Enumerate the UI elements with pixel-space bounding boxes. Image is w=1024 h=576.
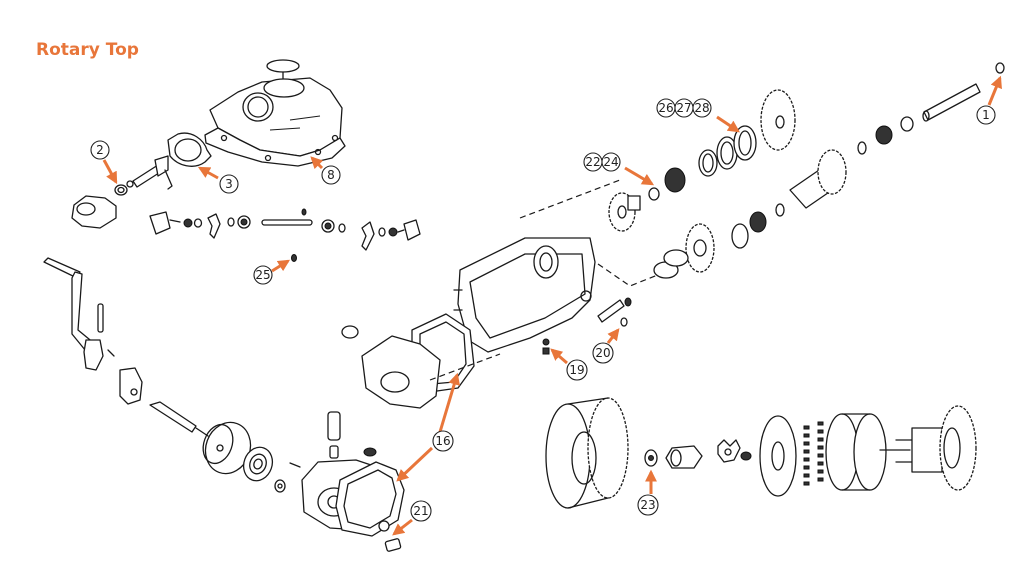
svg-text:22: 22 (585, 155, 600, 169)
callout-22-24: 22 24 (583, 152, 621, 172)
seal-ring (114, 184, 128, 196)
kick-shaft (149, 401, 209, 437)
svg-text:1: 1 (982, 108, 990, 122)
callout-3: 3 (219, 174, 239, 194)
diagram-title: Rotary Top (36, 40, 139, 60)
svg-text:24: 24 (603, 155, 618, 169)
svg-text:23: 23 (640, 498, 655, 512)
clutch-hub (879, 405, 977, 491)
mainshaft-group (653, 116, 914, 279)
kick-spring (242, 446, 274, 482)
arrow-25 (271, 259, 291, 273)
svg-text:19: 19 (569, 363, 584, 377)
arrow-22-24 (624, 166, 655, 186)
selector-rod-assembly (149, 208, 421, 262)
callout-25: 25 (253, 265, 273, 285)
assembly-line (519, 179, 621, 219)
svg-text:3: 3 (225, 177, 233, 191)
gearbox-shell (453, 237, 596, 353)
drain-plug (542, 338, 550, 355)
assembly-line (429, 353, 501, 381)
callout-8: 8 (321, 165, 341, 185)
svg-text:16: 16 (435, 434, 450, 448)
svg-text:21: 21 (413, 504, 428, 518)
clutch-plate (759, 415, 797, 497)
gearbox-cover (341, 325, 441, 409)
svg-text:20: 20 (595, 346, 610, 360)
arrow-21 (392, 518, 413, 536)
rocker-shaft (126, 155, 173, 190)
callout-2: 2 (90, 140, 110, 160)
arrow-3 (197, 166, 219, 180)
arrow-16b (396, 446, 434, 482)
callout-23: 23 (637, 494, 659, 516)
svg-text:27: 27 (676, 101, 691, 115)
svg-text:8: 8 (327, 168, 335, 182)
washer (274, 462, 301, 493)
arrow-19 (550, 348, 568, 365)
arrow-2 (102, 159, 118, 185)
bush (378, 520, 402, 552)
main-shaft (922, 62, 1005, 122)
gasket (167, 132, 212, 167)
svg-text:28: 28 (694, 101, 709, 115)
arrow-16a (438, 372, 461, 433)
callout-arrows (102, 75, 1002, 536)
clutch-sprocket-drum (545, 397, 629, 509)
rotary-top-housing (204, 59, 346, 167)
callout-20: 20 (592, 342, 614, 364)
arrow-26-28 (716, 115, 740, 133)
svg-text:2: 2 (96, 143, 104, 157)
svg-text:25: 25 (255, 268, 270, 282)
clutch-nut (665, 445, 703, 469)
kick-start-lever (43, 257, 143, 405)
clutch-cage (825, 413, 887, 491)
arrow-1 (987, 75, 1002, 106)
tab-washer (717, 439, 752, 463)
callout-19: 19 (566, 359, 588, 381)
gear-cluster-upper (608, 89, 796, 232)
callout-26-28: 26 27 28 (656, 98, 712, 118)
clutch-spacer (644, 449, 658, 467)
arrow-20 (606, 328, 620, 344)
callout-16: 16 (432, 430, 454, 452)
shift-shaft (597, 297, 632, 327)
assembly-line (597, 263, 661, 287)
clutch-rollers (803, 421, 824, 486)
arrow-8 (310, 156, 324, 170)
kick-cover-gasket (335, 461, 405, 537)
callout-1: 1 (976, 105, 996, 125)
callout-21: 21 (410, 500, 432, 522)
cover-cap (71, 195, 117, 229)
svg-text:26: 26 (658, 101, 673, 115)
